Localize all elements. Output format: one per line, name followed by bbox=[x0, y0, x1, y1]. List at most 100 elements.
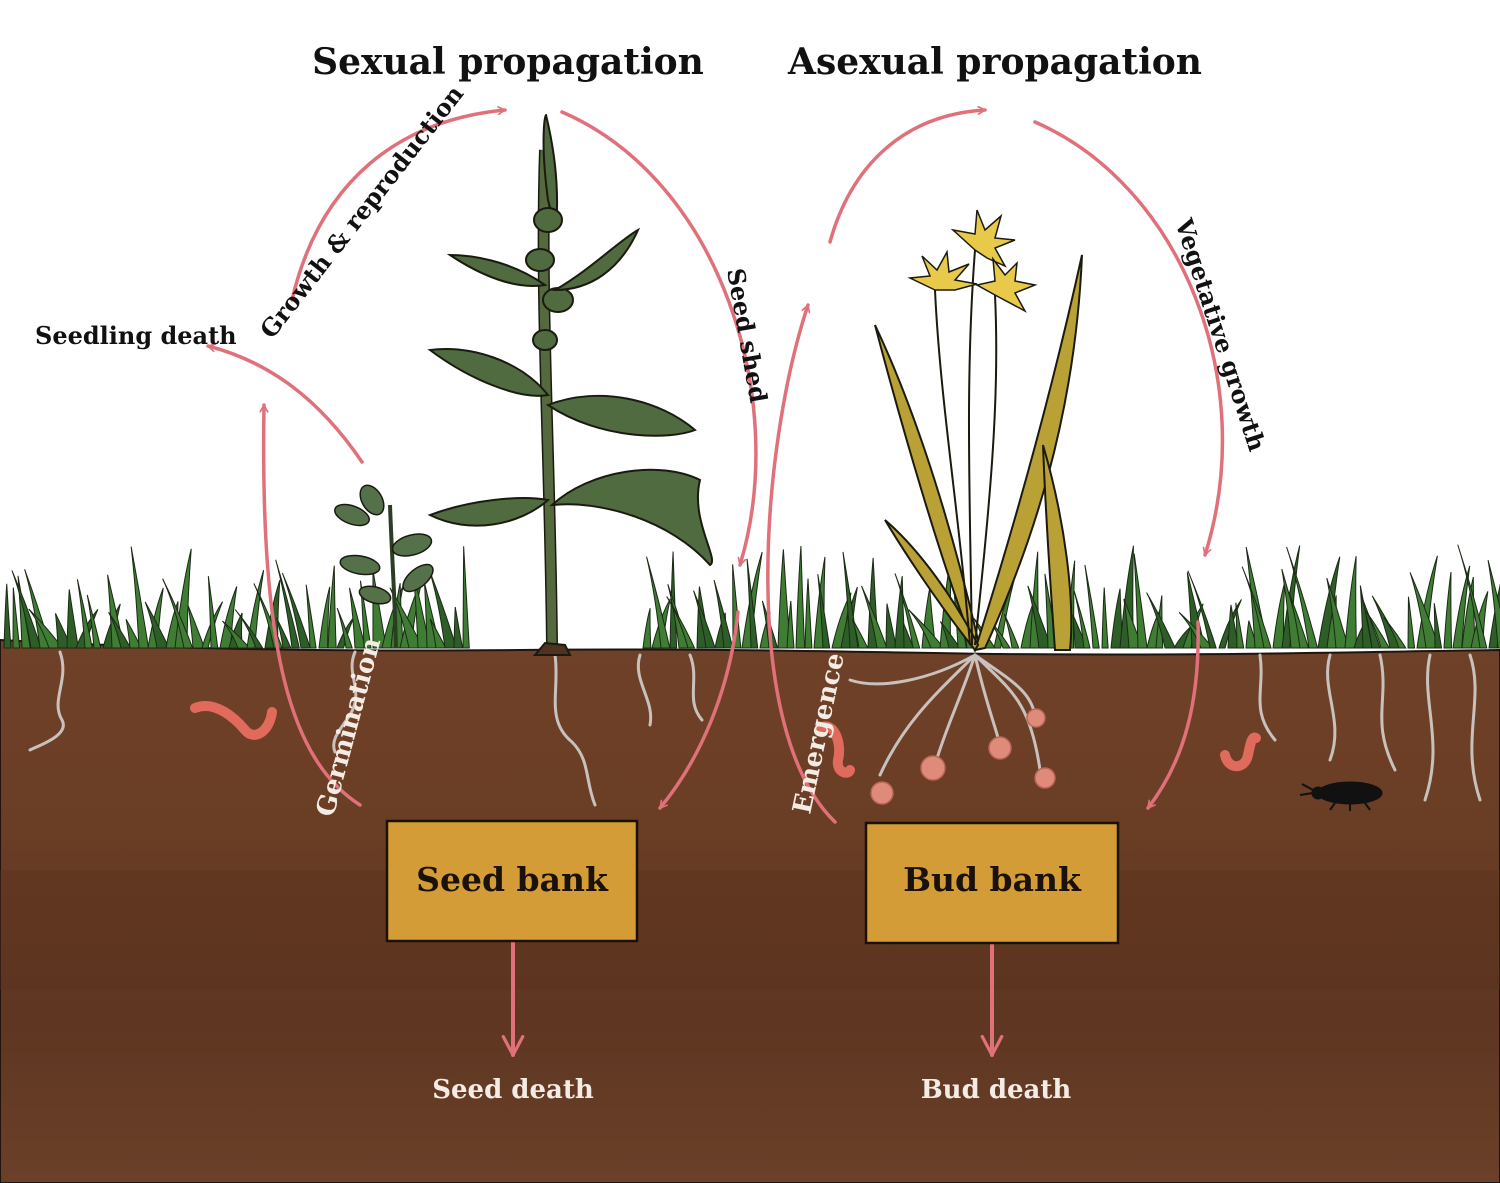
bud-icon bbox=[1026, 708, 1046, 728]
grass-blade bbox=[429, 618, 447, 649]
grass-blade bbox=[219, 586, 238, 649]
grass-layer bbox=[3, 544, 1500, 649]
seed-death-label: Seed death bbox=[432, 1075, 594, 1105]
grass-blade bbox=[693, 590, 716, 649]
grass-blade bbox=[646, 556, 671, 649]
grass-blade bbox=[327, 565, 337, 649]
grass-blade bbox=[348, 587, 366, 649]
grass-blade bbox=[1383, 617, 1407, 649]
grass-blade bbox=[894, 573, 921, 649]
seed-bank-box: Seed bank bbox=[385, 819, 639, 943]
grass-blade bbox=[1409, 572, 1440, 649]
grass-blade bbox=[666, 596, 696, 649]
grass-blade bbox=[817, 574, 831, 649]
grass-blade bbox=[1365, 610, 1391, 649]
grass-blade bbox=[453, 606, 464, 649]
grass-blade bbox=[372, 569, 387, 649]
growth-reproduction-label: Growth & reproduction bbox=[254, 80, 469, 344]
asexual-propagation-title: Asexual propagation bbox=[787, 41, 1202, 83]
grass-blade bbox=[1003, 613, 1020, 649]
sexual-propagation-title: Sexual propagation bbox=[312, 41, 704, 83]
grass-blade bbox=[281, 572, 311, 649]
grass-blade bbox=[144, 601, 170, 649]
soil-texture-band bbox=[0, 870, 1500, 990]
arrow-seedling-death bbox=[206, 346, 364, 464]
earthworm-icon bbox=[190, 701, 1261, 778]
grass-blade bbox=[939, 621, 961, 649]
grass-blade bbox=[804, 578, 813, 649]
grass-blade bbox=[795, 546, 806, 649]
bud-icon bbox=[870, 781, 894, 805]
grass-blade bbox=[1288, 591, 1310, 649]
seedling-icon bbox=[334, 484, 434, 649]
grass-blade bbox=[12, 587, 21, 649]
grass-blade bbox=[318, 586, 331, 649]
lily-plant-icon bbox=[874, 209, 1083, 654]
grass-blade bbox=[108, 611, 132, 649]
seedling-death-label: Seedling death bbox=[35, 321, 237, 350]
arrow-asexual-growth bbox=[828, 110, 987, 244]
grass-blade bbox=[1457, 544, 1488, 649]
arrow-vegetative-growth bbox=[1033, 120, 1225, 557]
bud-icon bbox=[920, 755, 946, 781]
grass-blade bbox=[1178, 611, 1215, 649]
grass-blade bbox=[1241, 566, 1272, 649]
grass-blade bbox=[1443, 571, 1453, 649]
grass-blade bbox=[1407, 596, 1416, 649]
grass-blade bbox=[187, 605, 206, 649]
flower-icon bbox=[907, 209, 1038, 313]
grass-blade bbox=[746, 558, 759, 649]
arrow-seed-shed bbox=[560, 110, 758, 567]
grass-blade bbox=[336, 607, 353, 649]
seed-bank-label: Seed bank bbox=[416, 860, 609, 899]
bud-icon bbox=[1034, 767, 1056, 789]
weed-plant-icon bbox=[427, 113, 713, 656]
bud-bank-box: Bud bank bbox=[864, 821, 1120, 945]
grass-blade bbox=[1452, 565, 1471, 649]
grass-blade bbox=[3, 583, 12, 649]
grass-blade bbox=[207, 576, 219, 649]
grass-blade bbox=[1133, 553, 1148, 649]
grass-blade bbox=[1360, 593, 1381, 649]
arrow-bud-to-bank bbox=[1146, 620, 1200, 810]
grass-blade bbox=[305, 584, 317, 649]
grass-blade bbox=[462, 546, 470, 649]
grass-blade bbox=[1286, 546, 1319, 649]
grass-blade bbox=[1433, 603, 1443, 649]
grass-blade bbox=[222, 620, 251, 649]
grass-blade bbox=[1187, 570, 1217, 649]
grass-blade bbox=[11, 570, 42, 649]
grass-blade bbox=[861, 585, 888, 649]
arrow-emergence bbox=[766, 303, 837, 824]
bud-death-label: Bud death bbox=[921, 1075, 1072, 1105]
bud-bank-label: Bud bank bbox=[903, 860, 1082, 899]
grass-blade bbox=[275, 559, 300, 649]
grass-blade bbox=[642, 608, 652, 649]
grass-blade bbox=[1073, 591, 1091, 649]
bud-icon bbox=[988, 736, 1012, 760]
seed-shed-label: Seed shed bbox=[721, 266, 773, 405]
grass-blade bbox=[1101, 587, 1109, 649]
grass-blade bbox=[1084, 564, 1100, 649]
grass-blade bbox=[851, 618, 869, 649]
grass-blade bbox=[1235, 602, 1245, 649]
grass-blade bbox=[130, 546, 150, 649]
grass-blade bbox=[885, 603, 898, 649]
grass-blade bbox=[786, 600, 795, 649]
arrow-seed-to-bank bbox=[658, 610, 740, 810]
buds-group bbox=[870, 708, 1056, 805]
grass-blade bbox=[276, 617, 292, 649]
grass-blade bbox=[234, 609, 264, 649]
grass-blade bbox=[86, 594, 102, 649]
grass-blade bbox=[713, 579, 734, 649]
arrow-growth-reproduction bbox=[290, 110, 507, 302]
arrows-layer bbox=[206, 110, 1225, 1057]
grass-blade bbox=[1487, 560, 1500, 649]
grass-blade bbox=[76, 579, 93, 649]
grass-blade bbox=[162, 578, 194, 649]
soil-layer bbox=[0, 638, 1500, 1183]
arrow-germination bbox=[264, 403, 362, 807]
grass-blade bbox=[1146, 592, 1176, 649]
